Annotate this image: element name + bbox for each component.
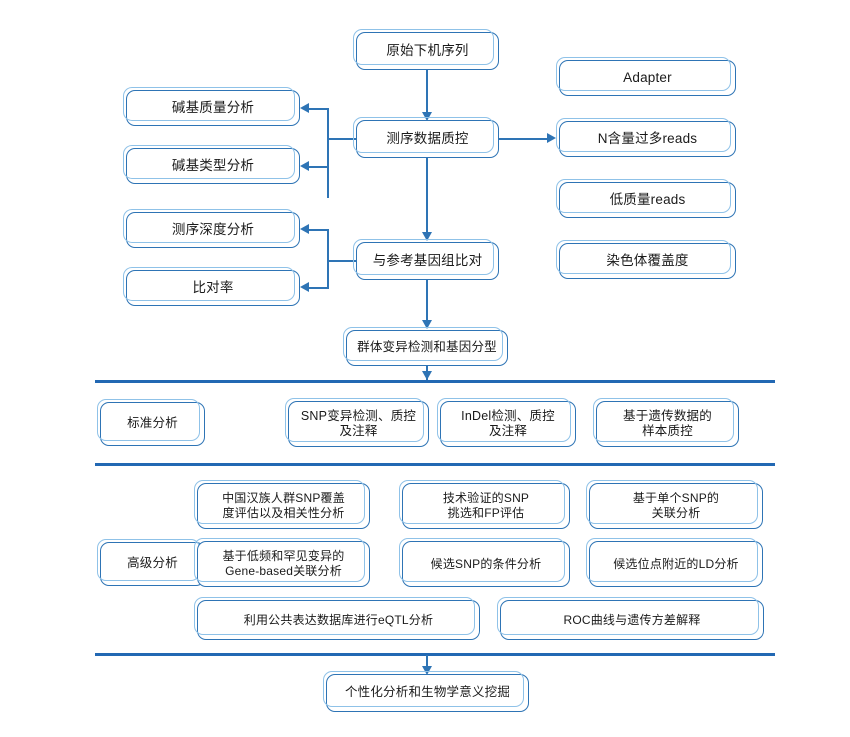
line-1: 基于遗传数据的 <box>623 408 712 423</box>
node-han-chinese-snp-coverage[interactable]: 中国汉族人群SNP覆盖 度评估以及相关性分析 <box>194 480 370 529</box>
node-genetic-data-sample-qc[interactable]: 基于遗传数据的 样本质控 <box>593 398 739 447</box>
line-2: 度评估以及相关性分析 <box>222 506 345 520</box>
node-public-expression-eqtl-label: 利用公共表达数据库进行eQTL分析 <box>243 612 434 627</box>
arrowhead-align-depth <box>300 223 309 234</box>
node-candidate-snp-conditional[interactable]: 候选SNP的条件分析 <box>399 538 570 587</box>
arrowhead-qc-base-quality <box>300 102 309 113</box>
node-candidate-locus-ld-label: 候选位点附近的LD分析 <box>613 556 739 571</box>
node-sequencing-depth-analysis[interactable]: 测序深度分析 <box>123 209 300 248</box>
line-1: 技术验证的SNP <box>442 491 530 506</box>
node-mapping-rate[interactable]: 比对率 <box>123 267 300 306</box>
section-divider-standard-top <box>95 380 775 383</box>
node-technical-validation-snp-label: 技术验证的SNP 挑选和FP评估 <box>403 491 569 520</box>
connector-align-to-rate <box>308 287 329 290</box>
line-2: Gene-based关联分析 <box>225 564 342 578</box>
node-base-quality-analysis[interactable]: 碱基质量分析 <box>123 87 300 126</box>
line-1: SNP变异检测、质控 <box>300 408 417 423</box>
node-candidate-snp-conditional-label: 候选SNP的条件分析 <box>430 556 542 571</box>
node-genetic-data-sample-qc-label: 基于遗传数据的 样本质控 <box>597 409 738 440</box>
connector-qc-left-stem <box>327 138 358 141</box>
arrowhead-to-final <box>421 666 432 675</box>
node-low-quality-reads[interactable]: 低质量reads <box>556 179 736 218</box>
line-1: 基于单个SNP的 <box>632 491 720 506</box>
node-chromosome-coverage-label: 染色体覆盖度 <box>606 252 689 268</box>
connector-align-left-bus <box>327 229 330 289</box>
node-candidate-locus-ld[interactable]: 候选位点附近的LD分析 <box>586 538 763 587</box>
node-technical-validation-snp[interactable]: 技术验证的SNP 挑选和FP评估 <box>399 480 570 529</box>
arrowhead-align-rate <box>300 281 309 292</box>
node-single-snp-association-label: 基于单个SNP的 关联分析 <box>590 491 762 520</box>
node-qc-label: 测序数据质控 <box>386 130 469 146</box>
connector-raw-to-qc <box>426 70 429 114</box>
tag-standard-analysis[interactable]: 标准分析 <box>97 399 205 446</box>
node-single-snp-association[interactable]: 基于单个SNP的 关联分析 <box>586 480 763 529</box>
arrowhead-variant-to-standard <box>421 371 432 380</box>
node-adapter-label: Adapter <box>623 69 672 85</box>
connector-align-to-variant <box>426 280 429 322</box>
connector-qc-left-to-base-quality <box>308 108 329 111</box>
connector-align-left-stem <box>327 260 358 263</box>
node-high-n-reads[interactable]: N含量过多reads <box>556 118 736 157</box>
arrowhead-qc-base-type <box>300 160 309 171</box>
node-roc-genetic-variance[interactable]: ROC曲线与遗传方差解释 <box>497 597 764 640</box>
line-1: 中国汉族人群SNP覆盖 <box>222 491 345 506</box>
node-han-chinese-snp-coverage-label: 中国汉族人群SNP覆盖 度评估以及相关性分析 <box>198 491 369 520</box>
node-raw-reads[interactable]: 原始下机序列 <box>353 29 499 70</box>
node-raw-reads-label: 原始下机序列 <box>386 42 469 58</box>
node-personalized-analysis[interactable]: 个性化分析和生物学意义挖掘 <box>323 671 529 712</box>
node-variant-calling-label: 群体变异检测和基因分型 <box>357 340 497 355</box>
node-gene-based-association[interactable]: 基于低频和罕见变异的 Gene-based关联分析 <box>194 538 370 587</box>
arrowhead-raw-to-qc <box>421 112 432 121</box>
node-base-type-analysis-label: 碱基类型分析 <box>171 157 255 173</box>
arrowhead-align-to-variant <box>421 320 432 329</box>
line-2: 及注释 <box>339 424 378 438</box>
arrowhead-qc-n-reads <box>547 132 556 143</box>
line-1: 基于低频和罕见变异的 <box>222 549 345 564</box>
tag-advanced-analysis-label: 高级分析 <box>127 556 178 571</box>
node-mapping-rate-label: 比对率 <box>192 279 234 295</box>
node-high-n-reads-label: N含量过多reads <box>597 130 698 146</box>
section-divider-final-top <box>95 653 775 656</box>
tag-standard-analysis-label: 标准分析 <box>127 416 178 431</box>
node-roc-genetic-variance-label: ROC曲线与遗传方差解释 <box>563 612 701 627</box>
section-divider-advanced-top <box>95 463 775 466</box>
node-base-type-analysis[interactable]: 碱基类型分析 <box>123 145 300 184</box>
node-adapter[interactable]: Adapter <box>556 57 736 96</box>
arrowhead-qc-to-alignment <box>421 232 432 241</box>
node-variant-calling[interactable]: 群体变异检测和基因分型 <box>343 327 508 366</box>
connector-to-final <box>426 655 429 673</box>
connector-qc-left-to-base-type <box>308 166 329 169</box>
line-2: 挑选和FP评估 <box>447 506 525 520</box>
node-indel-calling-qc-annotation-label: InDel检测、质控 及注释 <box>441 409 575 440</box>
node-chromosome-coverage[interactable]: 染色体覆盖度 <box>556 240 736 279</box>
node-public-expression-eqtl[interactable]: 利用公共表达数据库进行eQTL分析 <box>194 597 480 640</box>
line-2: 关联分析 <box>651 506 701 520</box>
node-alignment-label: 与参考基因组比对 <box>372 252 483 268</box>
node-gene-based-association-label: 基于低频和罕见变异的 Gene-based关联分析 <box>198 549 369 578</box>
node-low-quality-reads-label: 低质量reads <box>609 191 686 207</box>
tag-advanced-analysis[interactable]: 高级分析 <box>97 539 205 586</box>
node-personalized-analysis-label: 个性化分析和生物学意义挖掘 <box>344 685 511 700</box>
node-sequencing-depth-analysis-label: 测序深度分析 <box>171 221 255 237</box>
connector-qc-to-alignment <box>426 158 429 234</box>
connector-align-to-depth <box>308 229 329 232</box>
node-indel-calling-qc-annotation[interactable]: InDel检测、质控 及注释 <box>437 398 576 447</box>
line-2: 样本质控 <box>642 424 693 438</box>
node-qc[interactable]: 测序数据质控 <box>353 117 499 158</box>
node-base-quality-analysis-label: 碱基质量分析 <box>171 99 255 115</box>
connector-qc-left-bus <box>327 108 330 198</box>
line-2: 及注释 <box>488 424 528 438</box>
line-1: InDel检测、质控 <box>461 408 555 423</box>
node-snp-calling-qc-annotation[interactable]: SNP变异检测、质控 及注释 <box>285 398 429 447</box>
node-alignment[interactable]: 与参考基因组比对 <box>353 239 499 280</box>
connector-qc-to-n-reads <box>499 138 548 141</box>
node-snp-calling-qc-annotation-label: SNP变异检测、质控 及注释 <box>289 409 428 440</box>
